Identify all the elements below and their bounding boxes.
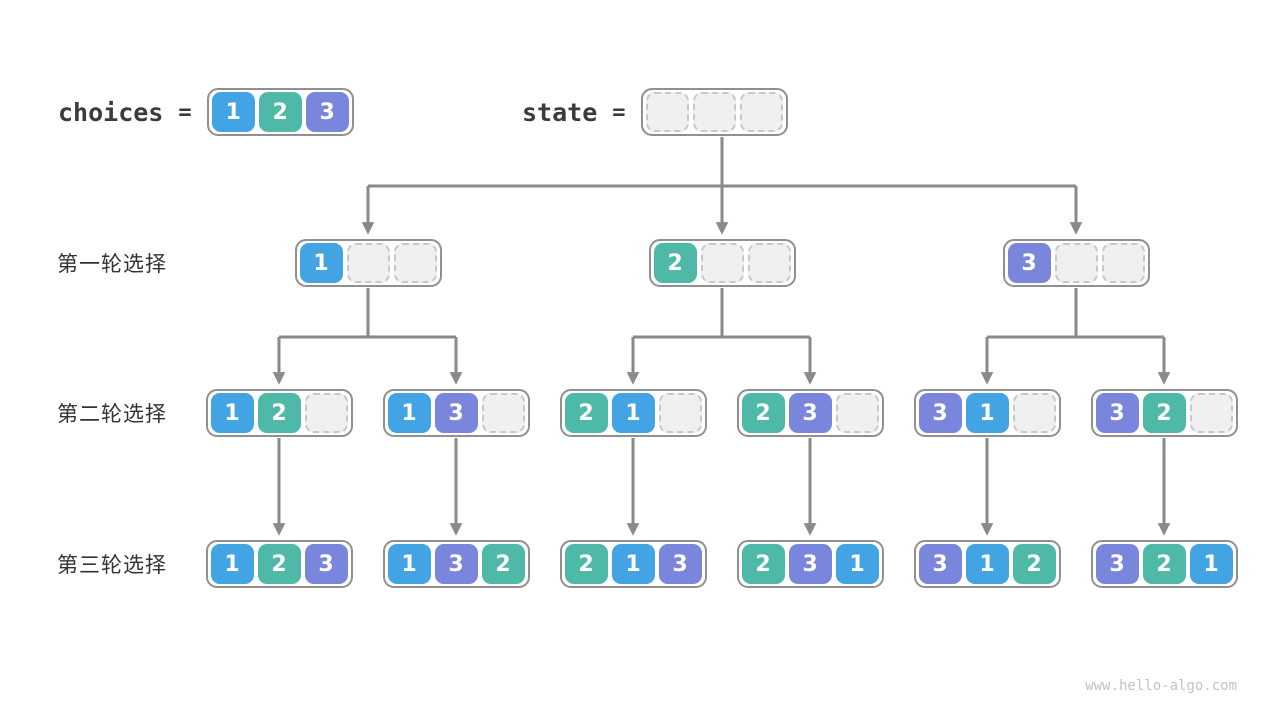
empty-cell: [739, 92, 783, 132]
value-cell: 1: [299, 243, 343, 283]
value-cell: 1: [1189, 544, 1233, 584]
state-label: state: [522, 97, 598, 127]
value-cell: 1: [611, 393, 655, 433]
value-cell: 3: [918, 393, 962, 433]
value-cell: 3: [434, 393, 478, 433]
empty-cell: [692, 92, 736, 132]
empty-cell: [393, 243, 437, 283]
empty-cell: [1054, 243, 1098, 283]
tree-node: 3: [1002, 239, 1150, 287]
state-equals-sign: =: [612, 99, 626, 125]
value-cell: 1: [210, 393, 254, 433]
empty-cell: [700, 243, 744, 283]
value-cell: 2: [564, 544, 608, 584]
round-3-label: 第三轮选择: [57, 554, 167, 577]
empty-cell: [645, 92, 689, 132]
empty-cell: [747, 243, 791, 283]
value-cell: 3: [305, 92, 349, 132]
empty-cell: [1101, 243, 1145, 283]
value-cell: 2: [257, 544, 301, 584]
value-cell: 3: [434, 544, 478, 584]
value-cell: 1: [965, 393, 1009, 433]
value-cell: 1: [387, 544, 431, 584]
value-cell: 1: [611, 544, 655, 584]
value-cell: 3: [918, 544, 962, 584]
value-cell: 3: [788, 544, 832, 584]
value-cell: 3: [304, 544, 348, 584]
value-cell: 3: [788, 393, 832, 433]
value-cell: 2: [741, 393, 785, 433]
value-cell: 2: [1142, 393, 1186, 433]
empty-cell: [1012, 393, 1056, 433]
tree-node: 2: [648, 239, 796, 287]
value-cell: 3: [1095, 544, 1139, 584]
empty-cell: [835, 393, 879, 433]
state-array: [640, 88, 788, 136]
value-cell: 2: [564, 393, 608, 433]
round-1-label: 第一轮选择: [57, 253, 167, 276]
value-cell: 2: [1012, 544, 1056, 584]
empty-cell: [658, 393, 702, 433]
choices-equals-sign: =: [178, 99, 192, 125]
empty-cell: [304, 393, 348, 433]
empty-cell: [481, 393, 525, 433]
value-cell: 1: [211, 92, 255, 132]
state-group: state =: [522, 88, 788, 136]
value-cell: 1: [835, 544, 879, 584]
empty-cell: [346, 243, 390, 283]
value-cell: 2: [653, 243, 697, 283]
value-cell: 2: [1142, 544, 1186, 584]
round-2-label: 第二轮选择: [57, 403, 167, 426]
value-cell: 1: [210, 544, 254, 584]
value-cell: 2: [258, 92, 302, 132]
value-cell: 1: [965, 544, 1009, 584]
value-cell: 3: [1007, 243, 1051, 283]
value-cell: 2: [257, 393, 301, 433]
value-cell: 3: [1095, 393, 1139, 433]
value-cell: 1: [387, 393, 431, 433]
watermark: www.hello-algo.com: [1085, 678, 1237, 694]
value-cell: 2: [741, 544, 785, 584]
choices-label: choices: [58, 97, 164, 127]
tree-node: 1: [294, 239, 442, 287]
empty-cell: [1189, 393, 1233, 433]
value-cell: 3: [658, 544, 702, 584]
value-cell: 2: [481, 544, 525, 584]
